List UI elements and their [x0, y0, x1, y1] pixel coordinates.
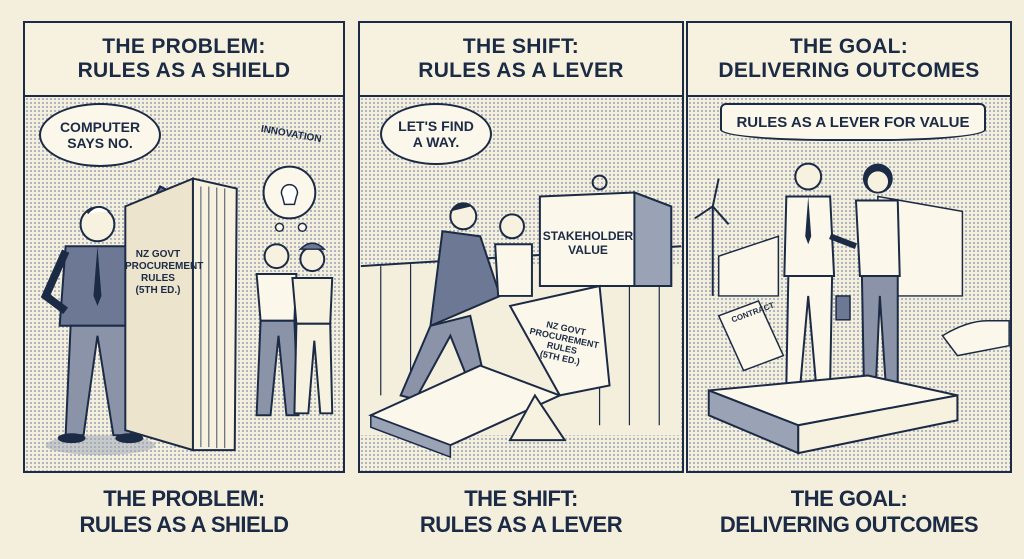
illustration-book-lever: [360, 174, 682, 459]
speech-bubble: LET'S FIND A WAY.: [380, 103, 492, 165]
caption-line1: THE PROBLEM:: [103, 486, 265, 511]
panel-title: THE GOAL: DELIVERING OUTCOMES: [688, 23, 1010, 97]
caption-goal: THE GOAL: DELIVERING OUTCOMES: [684, 486, 1014, 538]
banner-ribbon: RULES AS A LEVER FOR VALUE: [720, 103, 986, 141]
panel-title: THE PROBLEM: RULES AS A SHIELD: [25, 23, 343, 97]
scene-shift: LET'S FIND A WAY. STAKEHOLDER VALUE NZ G…: [360, 97, 682, 471]
speech-line1: LET'S FIND: [398, 118, 474, 134]
panel-goal: THE GOAL: DELIVERING OUTCOMES: [686, 21, 1012, 473]
speech-line2: SAYS NO.: [67, 135, 133, 151]
caption-line2: DELIVERING OUTCOMES: [719, 512, 979, 537]
panel-title-line1: THE PROBLEM:: [102, 35, 266, 58]
panel-title-line2: RULES AS A SHIELD: [77, 59, 291, 82]
caption-shift: THE SHIFT: RULES AS A LEVER: [356, 486, 686, 538]
caption-line2: RULES AS A SHIELD: [79, 512, 289, 537]
panel-title-line2: DELIVERING OUTCOMES: [718, 59, 980, 82]
book-label: NZ GOVT PROCUREMENT RULES (5TH ED.): [125, 249, 204, 296]
panel-title: THE SHIFT: RULES AS A LEVER: [360, 23, 682, 97]
speech-line1: COMPUTER: [59, 119, 141, 135]
illustration-official-with-book: [40, 165, 334, 456]
caption-line2: RULES AS A LEVER: [419, 512, 623, 537]
panel-problem: THE PROBLEM: RULES AS A SHIELD: [23, 21, 345, 473]
scene-problem: COMPUTER SAYS NO. INNOVATION NZ GOVT PRO…: [25, 97, 343, 471]
weight-label: STAKEHOLDER VALUE: [542, 229, 634, 257]
panel-title-line2: RULES AS A LEVER: [418, 59, 624, 82]
panel-title-line1: THE GOAL:: [789, 35, 909, 58]
speech-bubble: COMPUTER SAYS NO.: [39, 103, 161, 167]
caption-line1: THE GOAL:: [790, 486, 908, 511]
panel-shift: THE SHIFT: RULES AS A LEVER: [358, 21, 684, 473]
panel-title-line1: THE SHIFT:: [462, 35, 580, 58]
illustration-handshake-on-book: [694, 162, 1010, 455]
speech-line2: A WAY.: [412, 134, 460, 150]
caption-line1: THE SHIFT:: [464, 486, 578, 511]
caption-problem: THE PROBLEM: RULES AS A SHIELD: [19, 486, 349, 538]
scene-goal: RULES AS A LEVER FOR VALUE CONTRACT: [688, 97, 1010, 471]
